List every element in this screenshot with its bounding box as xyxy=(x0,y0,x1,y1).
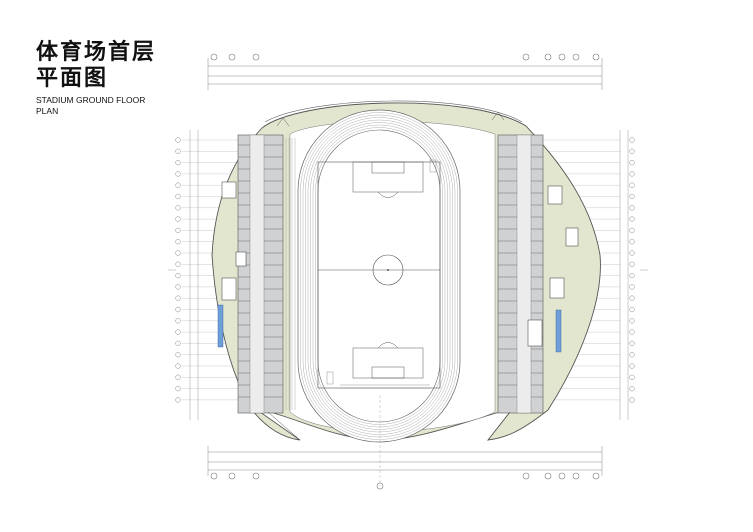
top-axis-markers xyxy=(210,53,600,61)
axis-marker xyxy=(175,318,181,324)
axis-marker xyxy=(629,374,635,380)
track-lane xyxy=(310,122,448,430)
axis-marker xyxy=(175,205,181,211)
axis-marker xyxy=(175,272,181,279)
axis-marker xyxy=(629,250,635,256)
axis-marker xyxy=(175,159,181,166)
axis-marker xyxy=(629,193,635,200)
axis-marker xyxy=(175,171,181,177)
axis-marker xyxy=(175,216,181,222)
core-blocks xyxy=(221,181,579,347)
west-rooms xyxy=(238,144,283,398)
title-english-line2: PLAN xyxy=(36,106,59,116)
axis-marker xyxy=(629,363,635,369)
axis-marker xyxy=(629,261,635,267)
stair-accents xyxy=(217,304,562,353)
penalty-arc-bottom xyxy=(377,342,399,349)
axis-marker xyxy=(629,385,635,392)
axis-marker xyxy=(629,148,635,154)
axis-marker xyxy=(629,397,635,403)
title-chinese-line2: 平面图 xyxy=(36,66,109,91)
axis-marker xyxy=(175,227,181,234)
bottom-axis-markers xyxy=(210,472,600,490)
axis-marker xyxy=(175,374,181,380)
axis-marker xyxy=(629,272,635,279)
axis-marker xyxy=(629,216,635,222)
straight-lanes xyxy=(285,138,296,410)
axis-marker xyxy=(175,250,181,256)
axis-marker xyxy=(175,284,181,290)
axis-marker xyxy=(629,137,635,143)
axis-marker xyxy=(175,363,181,369)
penalty-arc-top xyxy=(377,191,399,198)
axis-marker xyxy=(629,318,635,324)
axis-marker xyxy=(629,340,635,347)
top-dimension-lines xyxy=(207,58,603,90)
axis-marker xyxy=(175,329,181,335)
axis-marker xyxy=(175,295,181,301)
left-axis-markers xyxy=(175,137,181,403)
axis-marker xyxy=(629,329,635,335)
track-lane xyxy=(312,124,446,428)
axis-marker xyxy=(175,340,181,347)
axis-marker xyxy=(175,397,181,403)
axis-marker xyxy=(629,159,635,166)
axis-marker xyxy=(175,193,181,200)
track-lane xyxy=(315,127,443,425)
goal-box-top xyxy=(371,161,405,174)
axis-marker xyxy=(175,148,181,154)
axis-marker xyxy=(629,295,635,301)
axis-marker xyxy=(175,352,181,358)
east-corridor xyxy=(516,134,532,414)
track-lane xyxy=(307,119,451,433)
bottom-dimension-lines xyxy=(207,446,603,476)
axis-marker xyxy=(629,205,635,211)
corner-stairs xyxy=(267,111,511,441)
jump-pits xyxy=(326,159,437,389)
center-spot xyxy=(387,269,389,271)
track-lane xyxy=(305,117,453,435)
side-dimension-lines xyxy=(168,130,648,420)
axis-marker xyxy=(175,137,181,143)
axis-marker xyxy=(629,227,635,234)
axis-marker xyxy=(175,182,181,188)
track-lane xyxy=(302,114,456,438)
track-lane xyxy=(300,112,458,440)
axis-marker xyxy=(629,352,635,358)
axis-marker xyxy=(629,171,635,177)
axis-marker xyxy=(175,239,181,245)
west-corridor xyxy=(249,134,265,414)
goal-box-bottom xyxy=(371,366,405,379)
roof-arc-top xyxy=(264,100,523,123)
center-circle xyxy=(372,254,404,286)
axis-marker xyxy=(629,284,635,290)
axis-marker xyxy=(629,182,635,188)
right-axis-markers xyxy=(629,137,635,403)
axis-marker xyxy=(629,306,635,313)
track-lanes xyxy=(300,112,458,440)
axis-marker xyxy=(175,306,181,313)
axis-marker xyxy=(175,385,181,392)
axis-marker xyxy=(629,239,635,245)
title-english-line1: STADIUM GROUND FLOOR xyxy=(36,95,146,105)
axis-marker xyxy=(175,261,181,267)
title-chinese-line1: 体育场首层 xyxy=(36,40,157,65)
